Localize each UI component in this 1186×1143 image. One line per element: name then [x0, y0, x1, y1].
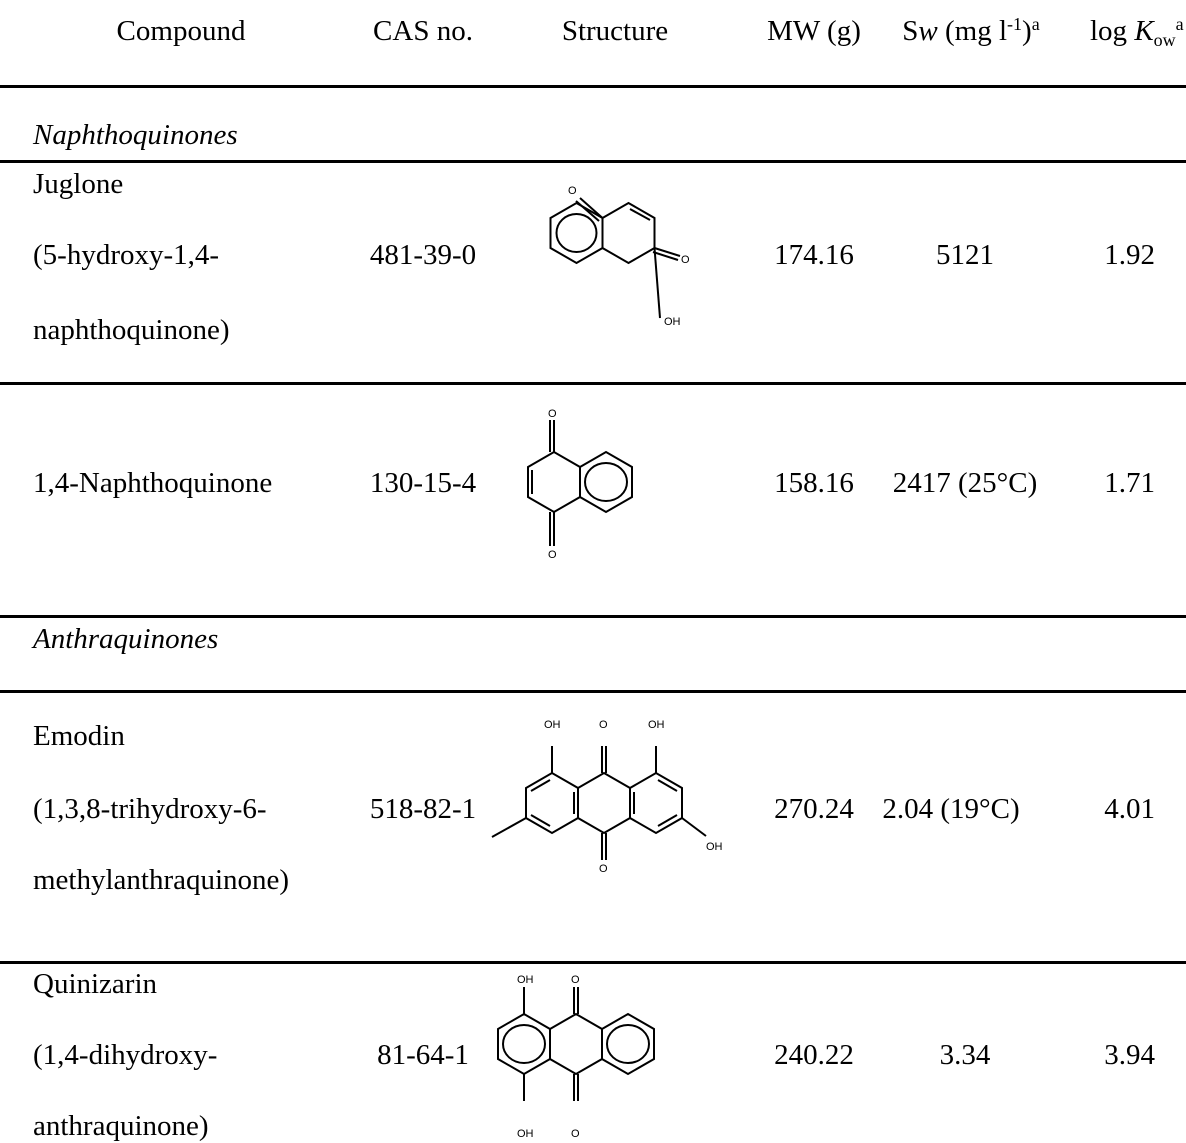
header-sw: Sw (mg l-1)a — [902, 14, 1040, 47]
cas-number: 81-64-1 — [377, 1039, 469, 1071]
rule — [0, 382, 1186, 385]
oxygen-label: O — [548, 408, 557, 420]
compound-name-line: Juglone — [33, 168, 124, 200]
oxygen-label: O — [571, 1128, 580, 1140]
molecular-weight: 158.16 — [774, 467, 854, 499]
rule — [0, 690, 1186, 693]
quinizarin-structure: OH O OH O — [497, 974, 655, 1140]
hydroxyl-label: OH — [664, 316, 681, 328]
compound-name-line: anthraquinone) — [33, 1110, 209, 1142]
log-kow: 1.92 — [1104, 239, 1155, 271]
compound-name-line: Quinizarin — [33, 968, 158, 1000]
log-kow: 3.94 — [1104, 1039, 1155, 1071]
compound-name-line: (1,4-dihydroxy- — [33, 1039, 218, 1071]
molecular-weight: 240.22 — [774, 1039, 854, 1071]
rule — [0, 85, 1186, 88]
cas-number: 481-39-0 — [369, 239, 477, 271]
hydroxyl-label: OH — [517, 974, 534, 986]
hydroxyl-label: OH — [544, 719, 561, 731]
header-mw: MW (g) — [767, 15, 861, 47]
compound-name-line: (5-hydroxy-1,4- — [33, 239, 220, 271]
section-anthraquinones: Anthraquinones — [33, 623, 219, 655]
header-structure: Structure — [561, 15, 669, 47]
juglone-structure: O O OH — [549, 185, 690, 328]
oxygen-label: O — [681, 254, 690, 266]
oxygen-label: O — [599, 863, 608, 875]
header-cas: CAS no. — [373, 15, 473, 47]
compound-name-line: methylanthraquinone) — [33, 864, 290, 896]
oxygen-label: O — [599, 719, 608, 731]
molecular-weight: 174.16 — [774, 239, 854, 271]
compound-name-line: (1,3,8-trihydroxy-6- — [33, 793, 267, 825]
rule — [0, 615, 1186, 618]
water-solubility: 2.04 (19°C) — [882, 793, 1020, 825]
hydroxyl-label: OH — [648, 719, 665, 731]
oxygen-label: O — [568, 185, 577, 197]
hydroxyl-label: OH — [706, 841, 723, 853]
compound-name-line: Emodin — [33, 720, 125, 752]
header-compound: Compound — [116, 15, 246, 47]
header-log-kow: log Kowa — [1090, 14, 1184, 50]
section-naphthoquinones: Naphthoquinones — [33, 119, 238, 151]
oxygen-label: O — [571, 974, 580, 986]
rule — [0, 160, 1186, 163]
molecular-weight: 270.24 — [774, 793, 854, 825]
compound-name-line: 1,4-Naphthoquinone — [33, 467, 273, 499]
log-kow: 1.71 — [1104, 467, 1155, 499]
log-kow: 4.01 — [1104, 793, 1155, 825]
water-solubility: 2417 (25°C) — [892, 467, 1038, 499]
compound-name-line: naphthoquinone) — [33, 314, 230, 346]
cas-number: 518-82-1 — [369, 793, 477, 825]
hydroxyl-label: OH — [517, 1128, 534, 1140]
emodin-structure: OH O OH OH O — [491, 719, 723, 875]
naphthoquinone-structure: O O — [527, 408, 633, 561]
rule — [0, 961, 1186, 964]
cas-number: 130-15-4 — [369, 467, 477, 499]
oxygen-label: O — [548, 549, 557, 561]
water-solubility: 5121 — [936, 239, 994, 271]
water-solubility: 3.34 — [939, 1039, 991, 1071]
